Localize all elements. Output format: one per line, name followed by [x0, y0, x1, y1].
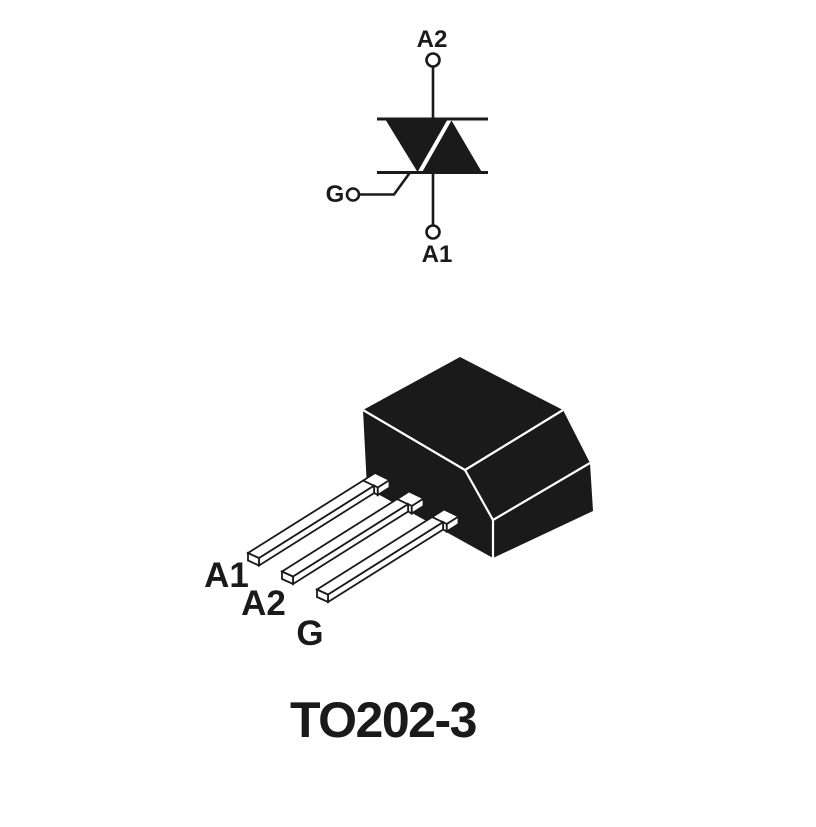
- package-lead-g: [315, 508, 461, 604]
- symbol-terminal-label-a1: A1: [422, 241, 453, 268]
- terminal-node-a1: [425, 224, 441, 240]
- package-drawing: A1 A2 G: [204, 357, 593, 653]
- package-lead-a1: [246, 471, 392, 568]
- triac-left-triangle: [386, 120, 447, 172]
- terminal-node-a2: [425, 52, 441, 68]
- symbol-terminal-label-a2: A2: [417, 26, 448, 53]
- symbol-terminal-label-g: G: [326, 181, 345, 208]
- gate-lead-line: [359, 171, 412, 196]
- package-body-edges: [362, 409, 591, 558]
- package-pin-label-a1: A1: [204, 556, 249, 595]
- terminal-node-g: [345, 187, 361, 202]
- triac-right-triangle: [422, 120, 482, 172]
- package-lead-a2: [280, 490, 426, 586]
- triac-symbol: A2 A1 G: [326, 26, 488, 268]
- package-pin-label-g: G: [296, 614, 323, 653]
- package-pin-label-a2: A2: [241, 584, 286, 623]
- package-caption: TO202-3: [290, 692, 476, 748]
- package-body: [363, 357, 593, 558]
